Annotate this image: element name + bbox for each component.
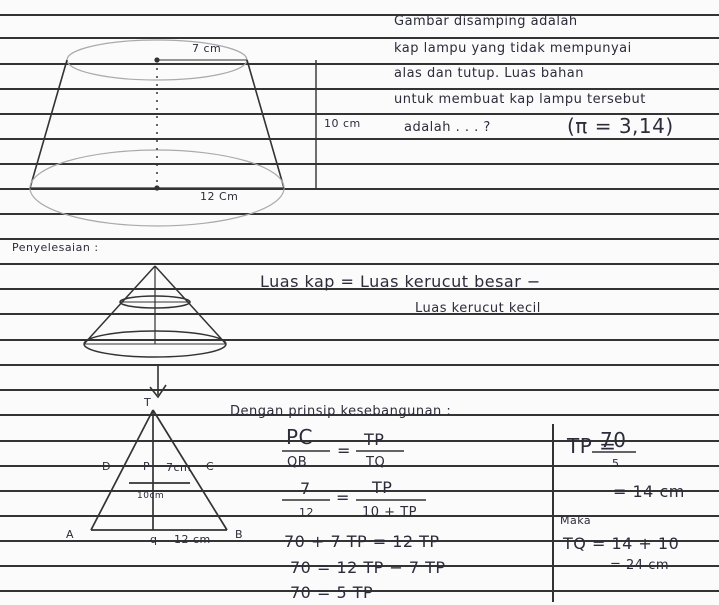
luas-line-1: Luas kap = Luas kerucut besar − (260, 272, 541, 291)
lamp-shade-drawing (29, 39, 317, 227)
ruled-line (0, 113, 719, 115)
ruled-line (0, 213, 719, 215)
penyelesaian-heading: Penyelesaian : (12, 241, 99, 254)
ruled-line (0, 163, 719, 165)
frac3-denominator: 12 (299, 506, 314, 519)
equals-sign-1: = (337, 441, 351, 460)
problem-line-2: kap lampu yang tidak mempunyai (394, 41, 632, 56)
luas-line-2: Luas kerucut kecil (415, 301, 541, 316)
tp-numerator: 70 (600, 428, 627, 452)
ruled-line (0, 263, 719, 265)
ruled-line (0, 63, 719, 65)
ruled-line (0, 364, 719, 366)
label-D: D (102, 460, 111, 473)
tp-denominator: 5 (612, 457, 620, 470)
ruled-line (0, 238, 719, 240)
frac4-numerator: TP (372, 478, 393, 497)
kesebangunan-heading: Dengan prinsip kesebangunan : (230, 404, 452, 419)
tp-result: = 14 cm (613, 482, 685, 501)
label-PC: 7cm (166, 461, 192, 474)
ruled-line (0, 188, 719, 190)
label-P: P (143, 460, 151, 473)
cone-drawing (83, 265, 227, 358)
maka-label: Maka (560, 514, 592, 527)
ruled-line (0, 138, 719, 140)
ruled-line (0, 313, 719, 315)
equation-line-6: 70 = 12 TP − 7 TP (290, 558, 446, 577)
height-label: 10 cm (324, 117, 361, 130)
equation-line-7: 70 = 5 TP (290, 583, 374, 602)
label-A: A (66, 528, 75, 541)
frac1-numerator: PC (286, 425, 314, 449)
fraction-bars (282, 450, 636, 501)
bottom-diameter-label: 12 Cm (200, 190, 239, 203)
problem-line-4: untuk membuat kap lampu tersebut (394, 92, 646, 107)
ruled-line (0, 540, 719, 542)
frac2-denominator: TQ (366, 455, 386, 470)
frac2-numerator: TP (364, 430, 385, 449)
pi-value: (π = 3,14) (567, 114, 674, 138)
frac3-numerator: 7 (300, 479, 311, 498)
ruled-line (0, 440, 719, 442)
ruled-line (0, 88, 719, 90)
ruled-line (0, 490, 719, 492)
frac4-denominator: 10 + TP (362, 505, 417, 520)
label-C: C (206, 460, 215, 473)
tq-line: TQ = 14 + 10 (563, 534, 680, 553)
ruled-line (0, 465, 719, 467)
ruled-line (0, 339, 719, 341)
ruled-line (0, 37, 719, 39)
divider-line (552, 424, 554, 602)
ruled-line (0, 515, 719, 517)
ruled-line (0, 389, 719, 391)
equals-sign-2: = (336, 488, 350, 507)
label-B: B (235, 528, 244, 541)
ruled-line (0, 14, 719, 16)
top-diameter-label: 7 cm (192, 42, 222, 55)
label-QB: 12 cm (174, 533, 211, 546)
ruled-line (0, 565, 719, 567)
down-arrow-icon (149, 365, 167, 399)
ruled-line (0, 590, 719, 592)
ruled-line (0, 288, 719, 290)
tp-lhs: TP = (567, 434, 617, 458)
problem-line-5: adalah . . . ? (404, 120, 491, 135)
tq-result: = 24 cm (610, 558, 670, 573)
problem-line-3: alas dan tutup. Luas bahan (394, 66, 585, 81)
problem-line-1: Gambar disamping adalah (394, 14, 578, 29)
label-T: T (144, 396, 152, 409)
equation-line-5: 70 + 7 TP = 12 TP (284, 532, 440, 551)
ruled-line (0, 414, 719, 416)
triangle-drawing (90, 409, 228, 531)
label-height: 10cm (137, 491, 165, 501)
frac1-denominator: QB (287, 455, 308, 470)
label-Q: q (150, 533, 158, 546)
